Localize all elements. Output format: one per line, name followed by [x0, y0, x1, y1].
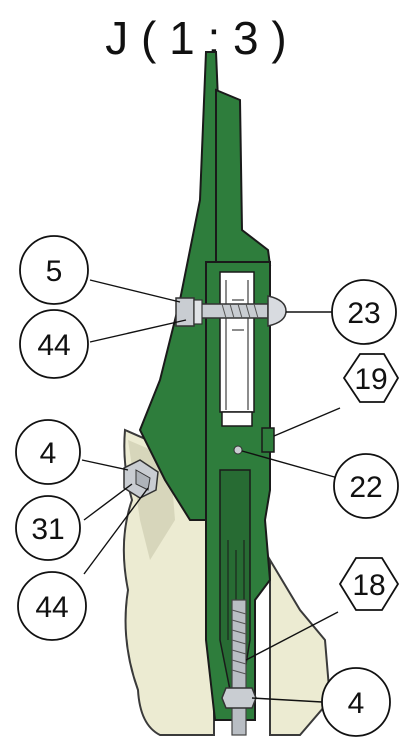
pin-22 [233, 445, 243, 455]
leader-lines [81, 279, 341, 703]
part-19-block [261, 427, 275, 453]
inner-channel [219, 271, 255, 413]
view-title: J ( 1 : 3 ) [105, 12, 286, 64]
callout-4-upper: 4 [15, 419, 81, 485]
inner-lines [225, 280, 249, 410]
svg-text:18: 18 [352, 569, 385, 602]
washer-upper [193, 299, 203, 325]
callout-44-lower: 44 [17, 571, 87, 641]
casting-nut-face [135, 469, 151, 491]
callout-5: 5 [19, 235, 89, 305]
svg-text:44: 44 [35, 591, 68, 624]
svg-text:44: 44 [37, 329, 70, 362]
bolt-threads [221, 303, 259, 319]
callout-18-hex: 18 [338, 557, 400, 611]
bottom-nut [221, 687, 257, 709]
rod-threads [231, 609, 247, 675]
svg-text:19: 19 [354, 363, 387, 396]
callout-4-lower: 4 [321, 667, 391, 737]
svg-text:4: 4 [40, 437, 57, 470]
svg-text:23: 23 [347, 297, 380, 330]
callout-19-hex: 19 [342, 353, 400, 403]
upper-plate [215, 88, 272, 266]
svg-text:31: 31 [31, 513, 64, 546]
svg-text:5: 5 [46, 255, 63, 288]
callout-31: 31 [15, 495, 81, 561]
callout-23: 23 [331, 279, 397, 345]
bolt-head [267, 295, 287, 327]
inner-window [221, 411, 253, 427]
callout-44-upper: 44 [19, 309, 89, 379]
svg-text:22: 22 [349, 471, 382, 504]
callout-22: 22 [333, 453, 399, 519]
casting-right-body [269, 556, 332, 736]
svg-text:4: 4 [348, 687, 365, 720]
